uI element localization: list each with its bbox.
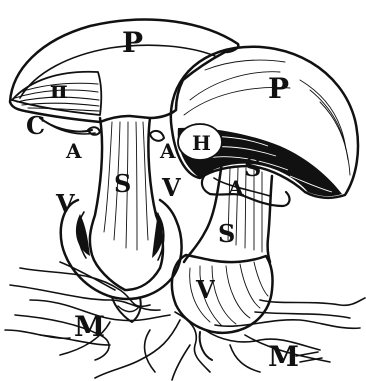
label-mycelium-right: M xyxy=(268,340,299,373)
label-volva-left: V xyxy=(55,189,75,218)
label-cap-right: P xyxy=(268,72,289,105)
mycelium-threads xyxy=(5,262,365,380)
left-stem xyxy=(90,118,163,290)
label-volva-mid: V xyxy=(161,173,181,202)
label-mycelium-left: M xyxy=(74,310,105,343)
label-volva-right: V xyxy=(195,275,215,304)
label-cap-left: P xyxy=(122,26,143,59)
label-gills: п xyxy=(50,75,68,104)
label-stem-left: S xyxy=(114,169,131,198)
label-hymenium: H xyxy=(192,131,211,155)
label-ring-left: A xyxy=(65,139,82,163)
labels: P P п C A A A H S S S V V V M M xyxy=(26,26,299,373)
label-stem-right-lower: S xyxy=(218,219,235,248)
label-stem-right-upper: S xyxy=(244,153,261,182)
label-ring-right: A xyxy=(227,176,244,200)
label-ring-mid: A xyxy=(159,139,176,163)
label-cortina: C xyxy=(26,111,45,140)
